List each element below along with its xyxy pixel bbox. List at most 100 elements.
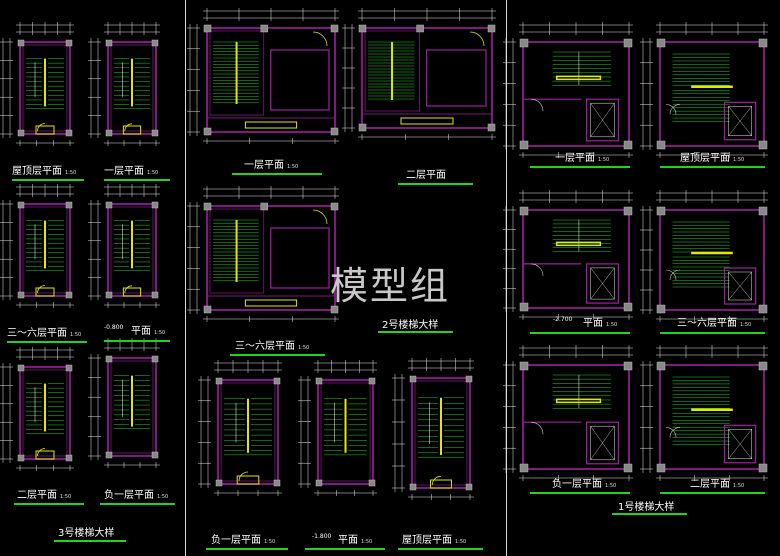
column xyxy=(17,129,25,137)
lift-shaft xyxy=(723,267,757,305)
column xyxy=(273,479,281,487)
column xyxy=(105,39,113,47)
stair-zone xyxy=(209,30,265,116)
column xyxy=(656,304,666,314)
label-underline xyxy=(398,548,483,550)
column xyxy=(656,140,666,150)
door-swing xyxy=(238,471,249,482)
column xyxy=(519,38,529,48)
column xyxy=(758,140,768,150)
door-swing xyxy=(124,123,133,132)
watermark: 模型组 xyxy=(330,264,451,308)
stair-wall xyxy=(659,209,765,311)
column xyxy=(623,361,633,371)
column xyxy=(105,355,113,363)
stair-wall xyxy=(522,209,630,309)
column xyxy=(65,454,73,462)
lift-cross xyxy=(590,267,615,300)
column xyxy=(368,479,376,487)
door-frame xyxy=(430,479,452,489)
door-frame xyxy=(35,125,55,135)
stair-wall-inner xyxy=(110,206,154,294)
lift-cross xyxy=(728,429,752,459)
label-underline xyxy=(206,548,288,550)
lift-shaft xyxy=(585,98,619,142)
column xyxy=(17,39,25,47)
column xyxy=(151,201,159,209)
label-underline xyxy=(660,492,765,494)
lift-car xyxy=(590,267,615,300)
column xyxy=(519,140,529,150)
column xyxy=(519,361,529,371)
column xyxy=(65,39,73,47)
column xyxy=(409,483,417,491)
stair-zone xyxy=(364,30,420,112)
title-underline xyxy=(54,540,126,542)
label-underline xyxy=(530,492,630,494)
door-swing xyxy=(530,263,544,276)
label-underline xyxy=(660,332,765,334)
door-swing xyxy=(530,98,544,112)
column xyxy=(487,24,496,33)
door-frame xyxy=(35,450,55,460)
stair-wall-inner xyxy=(320,382,371,482)
label-underline xyxy=(232,173,322,175)
column xyxy=(65,201,73,209)
column xyxy=(17,454,25,462)
column xyxy=(330,305,339,314)
column xyxy=(465,375,473,383)
column xyxy=(17,201,25,209)
label-underline xyxy=(530,332,630,334)
column xyxy=(368,377,376,385)
column xyxy=(105,451,113,459)
column xyxy=(623,206,633,216)
column xyxy=(203,202,212,211)
lift-cross xyxy=(590,426,615,460)
handrail xyxy=(555,398,602,404)
column xyxy=(656,361,666,371)
column xyxy=(623,463,633,473)
column xyxy=(215,377,223,385)
plan-label: -2.700 xyxy=(553,316,573,323)
handrail xyxy=(555,75,602,81)
column xyxy=(17,291,25,299)
lift-cross xyxy=(728,271,752,301)
column xyxy=(623,302,633,312)
section-title: 2号楼梯大样 xyxy=(382,320,439,331)
stair-wall xyxy=(107,357,157,457)
column xyxy=(105,201,113,209)
door-swing xyxy=(469,31,485,47)
label-underline xyxy=(104,340,170,342)
door-swing xyxy=(530,421,544,435)
column xyxy=(151,39,159,47)
handrail xyxy=(555,241,602,247)
door-swing xyxy=(312,31,328,47)
column xyxy=(519,302,529,312)
stair-zone xyxy=(209,208,265,294)
label-underline xyxy=(100,503,175,505)
stair-wall-inner xyxy=(414,380,468,486)
lift-car xyxy=(728,106,752,137)
column xyxy=(623,140,633,150)
column xyxy=(151,129,159,137)
column xyxy=(758,304,768,314)
column xyxy=(358,123,367,132)
room-wall xyxy=(206,27,336,133)
sheet-divider xyxy=(506,0,507,556)
column xyxy=(260,24,269,33)
label-underline xyxy=(7,341,87,343)
column xyxy=(330,24,339,33)
lift-shaft xyxy=(585,263,619,304)
column xyxy=(758,38,768,48)
threshold xyxy=(244,121,298,129)
label-underline xyxy=(398,183,473,185)
